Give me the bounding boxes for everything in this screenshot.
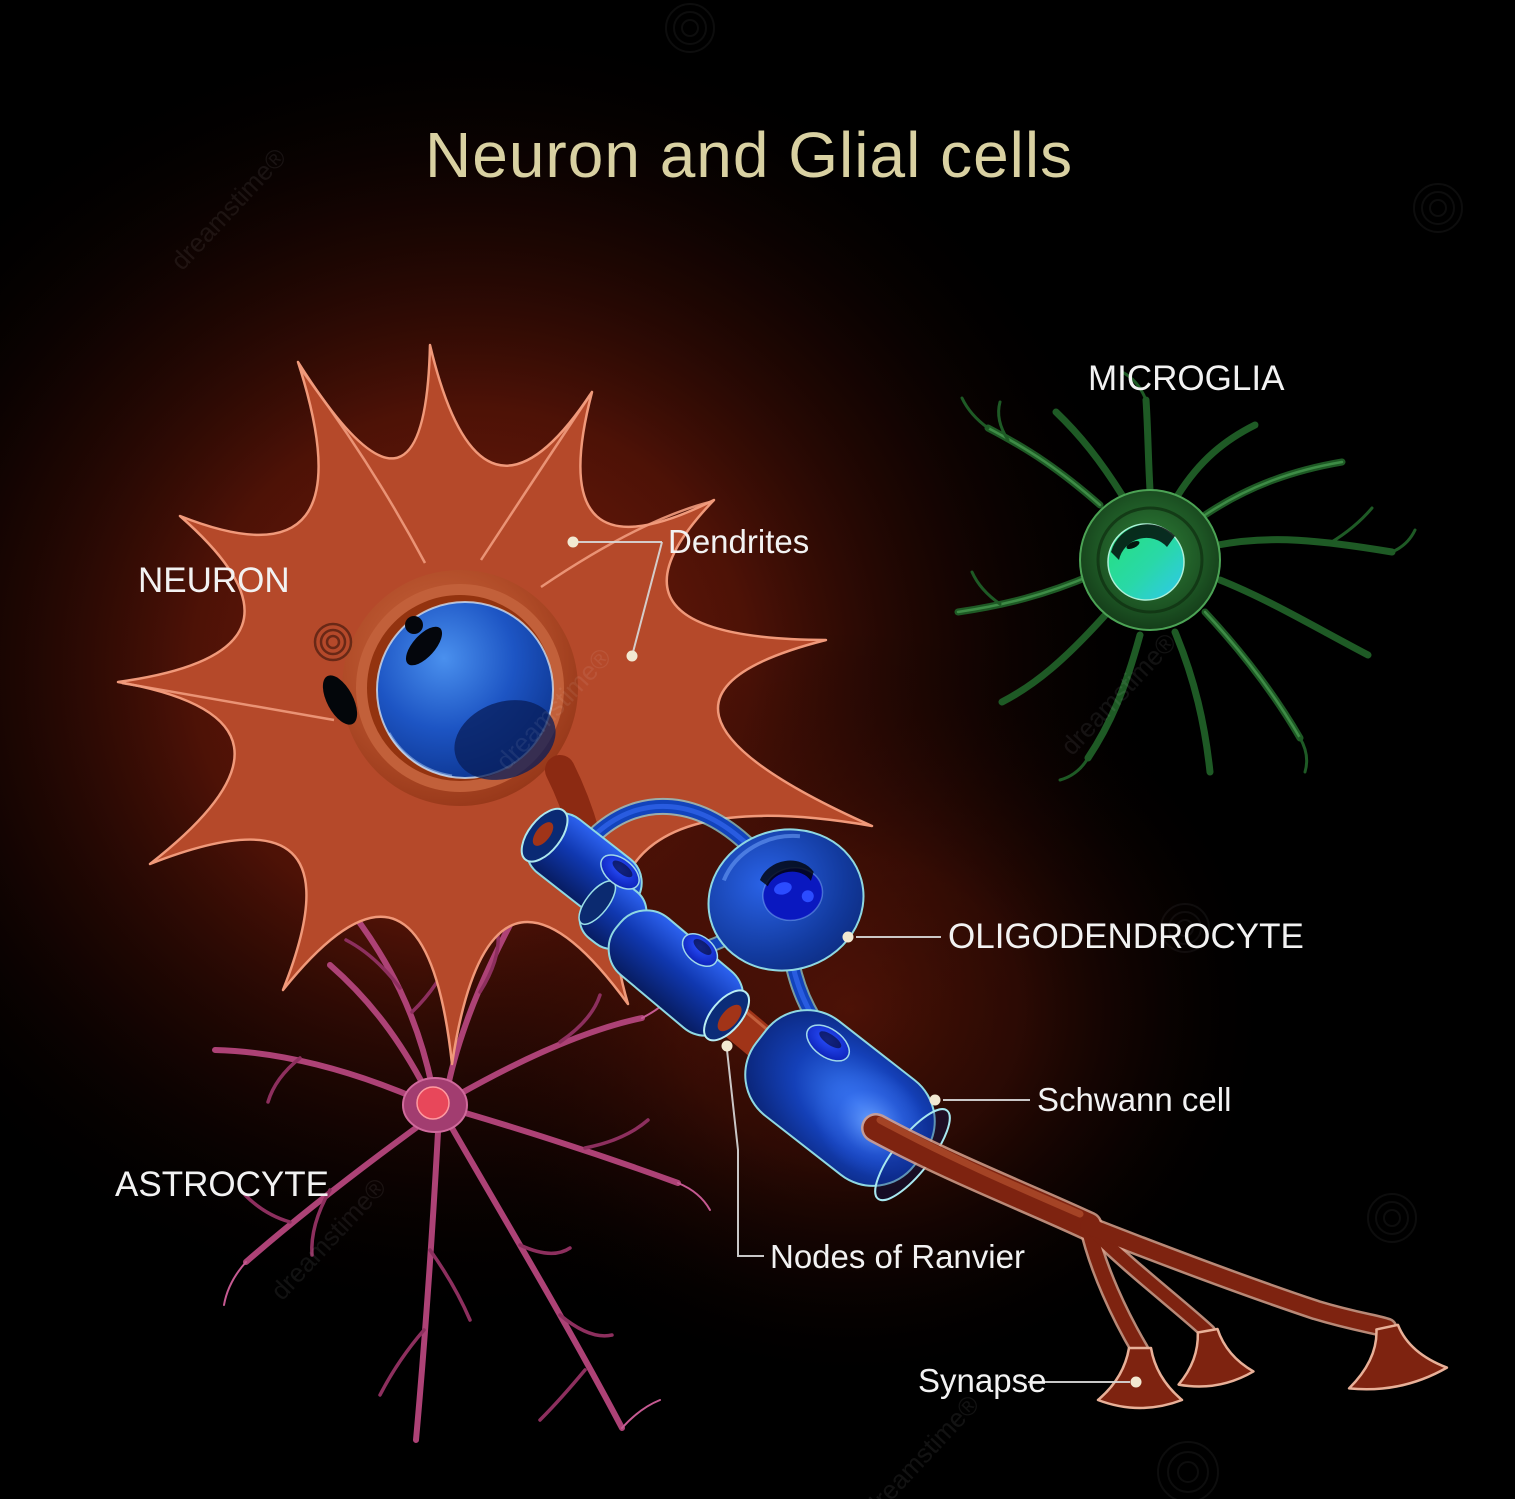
oligodendrocyte-leader-dot	[842, 931, 854, 943]
label-dendrites: Dendrites	[668, 523, 809, 560]
label-nodes-of-ranvier: Nodes of Ranvier	[770, 1238, 1025, 1275]
leader-lines	[567, 536, 1142, 1388]
label-neuron: NEURON	[138, 561, 290, 600]
watermark-spiral	[665, 3, 715, 53]
watermark-spiral	[1157, 1441, 1219, 1499]
schwann-leader-dot	[929, 1094, 941, 1106]
synapse-terminal-3	[1347, 1323, 1449, 1391]
axon-terminals	[861, 1113, 1449, 1410]
label-astrocyte: ASTROCYTE	[115, 1165, 329, 1204]
astrocyte-nucleus	[416, 1086, 450, 1120]
nodes-of-ranvier-leader-dot	[721, 1040, 733, 1052]
oligodendrocyte-pod-1	[600, 854, 640, 890]
organelle-mark	[322, 675, 358, 725]
watermark-spiral	[1367, 1193, 1417, 1243]
label-synapse: Synapse	[918, 1362, 1046, 1399]
synapse-terminal-1	[1096, 1346, 1184, 1410]
astrocyte-cell	[212, 861, 711, 1443]
oligodendrocyte-pod-3	[806, 1024, 850, 1062]
neuron-cell	[116, 343, 874, 1066]
oligodendrocyte-body	[707, 828, 865, 972]
watermark-spiral	[1413, 183, 1463, 233]
label-schwann-cell: Schwann cell	[1037, 1081, 1231, 1118]
page-title: Neuron and Glial cells	[425, 119, 1073, 191]
label-microglia: MICROGLIA	[1088, 359, 1285, 398]
soma-spiral-watermark	[313, 622, 353, 662]
nucleolus-mark	[405, 626, 443, 666]
oligodendrocyte-pod-2	[681, 932, 719, 968]
synapse-leader-dot	[1130, 1376, 1142, 1388]
microglia-cell	[954, 370, 1417, 782]
dendrites-leader-line-2	[631, 541, 663, 657]
dendrites-leader-dot-2	[626, 650, 638, 662]
dendrites-leader-dot-1	[567, 536, 579, 548]
label-oligodendrocyte: OLIGODENDROCYTE	[948, 917, 1304, 956]
nodes-of-ranvier-leader-line	[726, 1049, 764, 1257]
watermark-spiral	[1160, 903, 1210, 953]
synapse-terminal-2	[1177, 1327, 1255, 1388]
